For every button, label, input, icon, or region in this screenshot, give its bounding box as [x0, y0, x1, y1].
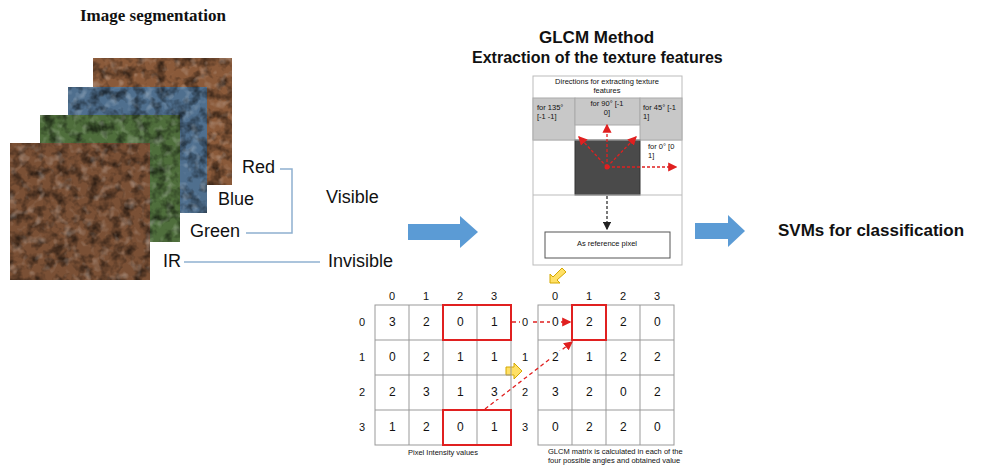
band-label: IR: [163, 251, 181, 272]
direction-label: for 0° [0 1]: [648, 143, 676, 160]
column-index: 0: [552, 290, 558, 303]
table-cell: 2: [387, 386, 398, 399]
pair-leader: [485, 342, 572, 409]
row-index: 1: [357, 351, 367, 363]
row-index: 2: [357, 386, 367, 398]
table-cell: 3: [489, 386, 500, 399]
table-cell: 2: [652, 351, 663, 364]
flow-arrow: [408, 216, 478, 248]
glcm-grid: [538, 305, 674, 445]
table-cell: 3: [550, 386, 561, 399]
table-cell: 2: [421, 316, 432, 329]
table-cell: 2: [421, 421, 432, 434]
band-label: Green: [190, 221, 240, 242]
direction-label: for 90° [-1 0]: [589, 100, 625, 117]
intensity-grid: [375, 305, 511, 445]
table-cell: 0: [550, 316, 561, 329]
column-index: 2: [620, 290, 626, 303]
invisible-leader: [184, 261, 320, 263]
column-index: 1: [586, 290, 592, 303]
table-cell: 1: [455, 351, 466, 364]
column-index: 1: [423, 290, 429, 303]
table-cell: 2: [618, 351, 629, 364]
group-label: Visible: [326, 187, 379, 208]
table-cell: 1: [489, 351, 500, 364]
table-cell: 2: [584, 421, 595, 434]
table-cell: 1: [584, 351, 595, 364]
table-cell: 0: [455, 316, 466, 329]
flow-arrow: [695, 215, 745, 247]
row-index: 0: [357, 316, 367, 328]
pointer-arrow: [550, 268, 566, 283]
table-cell: 0: [652, 421, 663, 434]
row-index: 3: [357, 421, 367, 433]
table-caption: Pixel Intensity values: [408, 449, 478, 458]
table-cell: 2: [421, 351, 432, 364]
table-cell: 1: [489, 421, 500, 434]
column-index: 3: [654, 290, 660, 303]
stage-title: SVMs for classification: [778, 221, 964, 241]
column-index: 2: [457, 290, 463, 303]
row-index: 0: [520, 316, 530, 328]
stage-title: GLCM Method: [539, 28, 654, 48]
row-index: 1: [520, 351, 530, 363]
table-cell: 0: [387, 351, 398, 364]
table-cell: 0: [455, 421, 466, 434]
pointer-arrow: [506, 363, 522, 379]
table-cell: 1: [489, 316, 500, 329]
column-index: 0: [389, 290, 395, 303]
highlight-boxes: [443, 305, 606, 445]
table-cell: 2: [618, 316, 629, 329]
band-label: Red: [242, 157, 275, 178]
table-cell: 0: [652, 316, 663, 329]
direction-label: for 45° [-1 1]: [643, 104, 679, 121]
table-cell: 1: [455, 386, 466, 399]
band-label: Blue: [218, 189, 254, 210]
group-label: Invisible: [328, 251, 393, 272]
table-cell: 0: [618, 386, 629, 399]
direction-figure: [533, 76, 682, 265]
table-cell: 2: [550, 351, 561, 364]
row-index: 3: [520, 421, 530, 433]
direction-label: for 135° [-1 -1]: [537, 104, 573, 121]
row-index: 2: [520, 386, 530, 398]
band-image-ir: [10, 143, 150, 280]
table-cell: 2: [584, 316, 595, 329]
figure-caption: Directions for extracting texture featur…: [552, 78, 662, 95]
table-cell: 0: [550, 421, 561, 434]
table-cell: 3: [421, 386, 432, 399]
table-cell: 1: [387, 421, 398, 434]
table-cell: 2: [618, 421, 629, 434]
stage-subtitle: Extraction of the texture features: [472, 49, 723, 67]
table-cell: 2: [584, 386, 595, 399]
table-cell: 3: [387, 316, 398, 329]
table-caption: GLCM matrix is calculated in each of the…: [548, 448, 688, 465]
section-heading: Image segmentation: [80, 6, 226, 26]
table-cell: 2: [652, 386, 663, 399]
column-index: 3: [491, 290, 497, 303]
reference-label: As reference pixel: [577, 240, 637, 249]
